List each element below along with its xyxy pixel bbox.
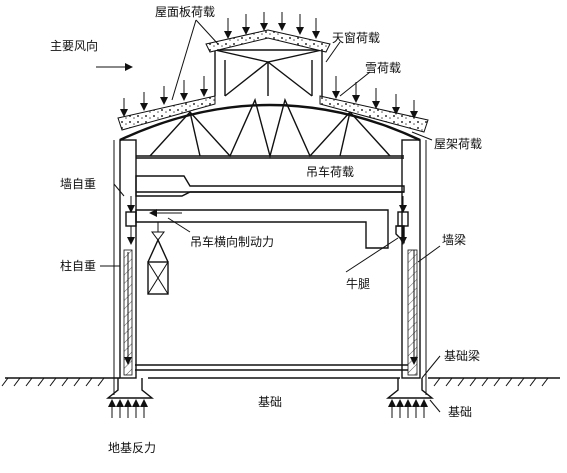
label-snow-load: 雪荷载 — [365, 61, 401, 75]
label-foundation-reaction: 地基反力 — [108, 441, 156, 455]
right-footing — [386, 378, 434, 399]
floor-slab — [135, 364, 408, 371]
right-corbel-detail — [395, 196, 418, 365]
label-crane-load: 吊车荷载 — [306, 164, 354, 179]
skylight-frame — [214, 49, 323, 97]
left-footing — [106, 378, 154, 399]
roof-load-arrows — [120, 76, 418, 119]
label-roof-truss-load: 屋架荷载 — [434, 137, 482, 151]
left-corbel-detail — [125, 196, 137, 245]
skylight-load-arrows — [224, 12, 320, 39]
label-crane-lateral-braking: 吊车横向制动力 — [190, 234, 274, 249]
crane-hook-load — [147, 222, 169, 295]
label-column-self-weight: 柱自重 — [60, 258, 96, 273]
right-column — [401, 139, 427, 395]
left-column — [113, 139, 137, 395]
roof-slab — [117, 95, 216, 131]
roof-truss — [119, 97, 421, 159]
label-roof-panel-load: 屋面板荷载 — [155, 5, 215, 19]
label-foundation-center: 基础 — [258, 395, 282, 409]
foundation-reaction-arrows — [108, 399, 428, 418]
leader-lines — [100, 19, 441, 413]
skylight-roof — [205, 29, 331, 53]
label-foundation-right: 基础 — [448, 405, 472, 419]
label-skylight-load: 天窗荷载 — [332, 31, 380, 45]
label-foundation-beam: 基础梁 — [444, 348, 480, 363]
label-corbel: 牛腿 — [346, 276, 370, 291]
label-wind-direction: 主要风向 — [50, 38, 98, 53]
label-wall-self-weight: 墙自重 — [60, 177, 96, 191]
label-wall-beam: 墙梁 — [442, 232, 466, 247]
ground-line — [1, 377, 560, 387]
